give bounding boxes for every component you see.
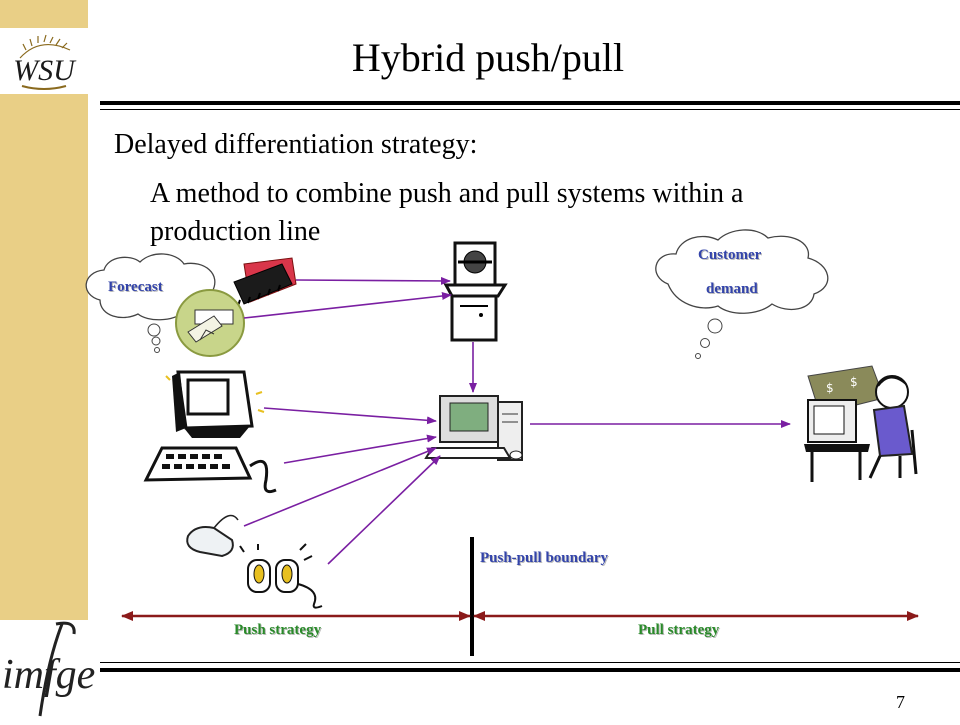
bullet-main: Delayed differentiation strategy: [114, 129, 478, 160]
svg-text:WSU: WSU [13, 54, 77, 87]
footer-rule-thin [100, 662, 960, 663]
svg-text:$: $ [826, 381, 834, 395]
mouse-icon [186, 514, 239, 558]
monitor-icon [165, 370, 265, 438]
customer-demand-label-line1: Customer [698, 247, 762, 263]
arrow-keyboard-to-computer [283, 434, 437, 464]
arrow-monitor-to-computer [263, 407, 437, 425]
left-sidebar [0, 0, 88, 720]
server-tower-icon [443, 241, 508, 342]
keyboard-icon [143, 446, 277, 494]
speakers-icon [239, 543, 323, 609]
bullet-sub: A method to combine push and pull system… [150, 178, 744, 247]
center-computer-icon [424, 395, 523, 461]
forecast-label: Forecast [108, 279, 163, 295]
slide-title: Hybrid push/pull [351, 35, 625, 80]
arrow-chip-to-server [295, 276, 451, 285]
pull-strategy-label: Pull strategy [638, 622, 720, 638]
customer-demand-cloud [655, 229, 829, 359]
disk-hand-icon [175, 289, 245, 357]
svg-text:$: $ [850, 375, 858, 389]
push-pull-boundary-label: Push-pull boundary [480, 550, 608, 566]
imfge-logo: imfge [0, 620, 100, 720]
page-number: 7 [896, 692, 905, 712]
flow-arrows [243, 276, 791, 565]
arrow-disk-to-server [243, 292, 452, 319]
chip-icon [233, 257, 297, 307]
push-strategy-label: Push strategy [234, 622, 322, 638]
title-rule-thin [100, 109, 960, 110]
title-rule-thick [100, 101, 960, 105]
arrow-speakers-to-computer [327, 455, 441, 565]
wsu-logo: WSU [0, 28, 88, 94]
footer-rule-thick [100, 668, 960, 672]
customer-at-computer-icon: $ $ [804, 365, 918, 482]
svg-text:imfge: imfge [2, 652, 95, 698]
arrow-mouse-to-computer [243, 447, 437, 527]
customer-demand-label-line2: demand [706, 281, 758, 297]
